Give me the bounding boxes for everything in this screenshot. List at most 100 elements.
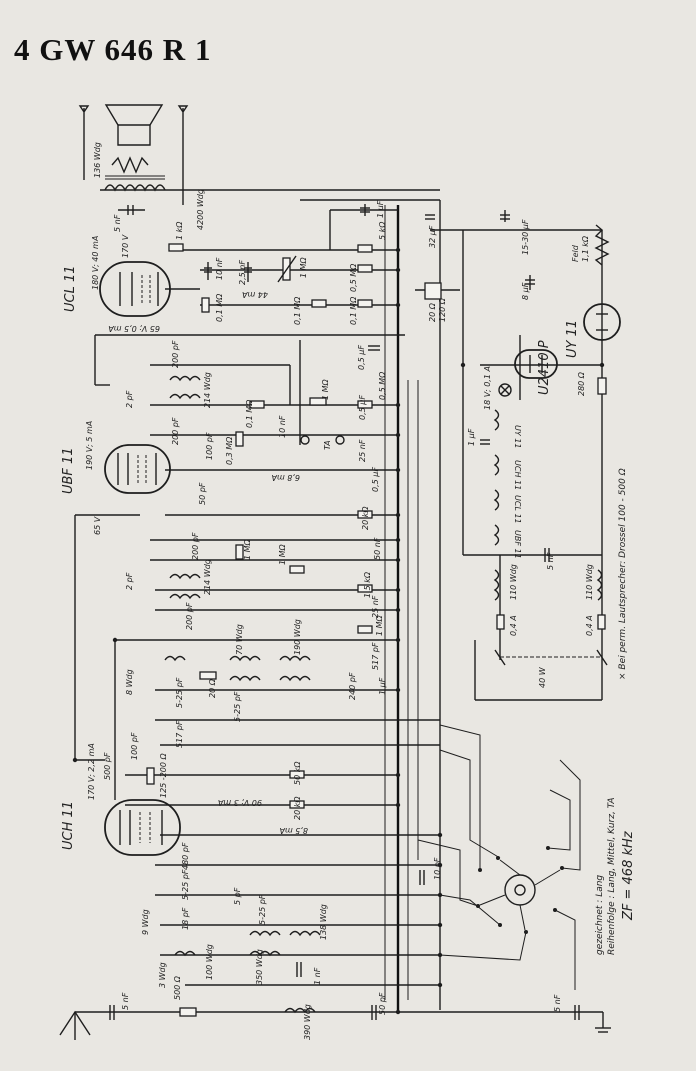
potentiometer-1m-b [309, 397, 327, 406]
label-spk-4200wdg: 4200 Wdg [196, 189, 205, 230]
label-tube-uy11: UY 11 [565, 320, 580, 358]
label-c-480pf: 480 pF [181, 842, 190, 870]
resistor-1k [168, 243, 184, 252]
label-c-0-5uf-c: 0,5 µF [371, 467, 380, 492]
label-tube-u2410p: U2410 P [537, 340, 552, 395]
resistor-0-1m-b [311, 299, 327, 308]
resistor-5k [357, 244, 373, 253]
resistor-1-5k [357, 584, 373, 593]
label-ucl11-bottom: 65 V; 0,5 mA [108, 324, 160, 333]
label-c-500pf: 500 pF [103, 752, 112, 780]
label-c-5-25pf-d: 5-25 pF [258, 894, 267, 925]
label-heater-uch11: UCH 11 [513, 460, 522, 490]
label-r-1-5k: 1,5 kΩ [363, 571, 372, 598]
speaker-assembly: 136 Wdg 4200 Wdg 5 nF [78, 104, 205, 232]
label-r-1m-b: 1 MΩ [278, 543, 287, 565]
label-c-200pf-c: 200 pF [191, 532, 200, 560]
rf-stage-components: 8 Wdg 70 Wdg 190 Wdg 20 Ω 517 pF 240 pF … [103, 619, 442, 988]
label-feld: Feld [571, 244, 580, 262]
label-c-2pf-b: 2 pF [125, 572, 134, 590]
label-c-10nf-a: 10 nF [215, 257, 224, 280]
resistor-0-1m-a [201, 297, 210, 313]
label-fuse-b: 0,4 A [585, 615, 594, 636]
label-c-200pf-b: 200 pF [171, 417, 180, 445]
label-c-1uf-b: 1 µF [467, 428, 476, 446]
resistor-20-120 [424, 282, 442, 300]
label-c-18pf: 18 pF [181, 907, 190, 930]
label-heater-uy11: UY 11 [513, 425, 522, 448]
label-fuse-a: 0,4 A [509, 615, 518, 636]
label-c-200pf-d: 200 pF [185, 602, 194, 630]
label-r-20k-a: 20 kΩ [361, 506, 370, 530]
label-c-32uf: 32 µF [428, 225, 437, 248]
label-spk-136wdg: 136 Wdg [93, 142, 102, 178]
label-c-5nf-gnd: 5 nF [553, 994, 562, 1012]
label-c-1uf-a: 1 µF [376, 200, 385, 218]
label-c-100wdg: 100 Wdg [205, 944, 214, 980]
label-r-1k: 1 kΩ [175, 221, 184, 240]
resistor-50k [289, 770, 305, 779]
resistor-1m-a [235, 544, 244, 560]
label-c-190wdg: 190 Wdg [293, 619, 302, 655]
label-c-200pf-a: 200 pF [171, 340, 180, 368]
resistor-20k-b [289, 800, 305, 809]
label-r-1m-c: 1 MΩ [375, 614, 384, 636]
label-c-8wdg: 8 Wdg [125, 669, 134, 695]
footnote-drossel: × Bei perm. Lautsprecher: Drossel 100 - … [618, 468, 628, 680]
tube-uch11: UCH 11 170 V; 2,2 mA 90 V; 3 mA 8,5 mA [61, 743, 308, 856]
label-r-120: 120 Ω [438, 297, 447, 322]
ucl11-components: 1 kΩ 10 nF 0,1 MΩ 2,5 nF 1 MΩ 0,1 MΩ 0,1… [168, 200, 447, 370]
label-zf: ZF = 468 kHz [621, 830, 636, 921]
label-heater-ucl11: UCL 11 [513, 495, 522, 524]
label-c-5-25pf-a: 5-25 pF [175, 677, 184, 708]
label-c-50nf: 50 nF [373, 537, 382, 560]
label-uch11-8-5ma: 8,5 mA [279, 826, 308, 835]
label-r-0-1m-b: 0,1 MΩ [293, 296, 302, 325]
label-c-2pf-a: 2 pF [125, 390, 134, 408]
tube-ubf11: UBF 11 190 V; 5 mA 65 V 6,8 mA [61, 421, 300, 535]
resistor-1m-b [289, 565, 305, 574]
label-c-214wdg-b: 214 Wdg [203, 559, 212, 595]
label-r-0-1m-d: 0,1 MΩ [245, 399, 254, 428]
resistor-0-5m-a [357, 264, 373, 273]
label-r-125-200: 125 -200 Ω [159, 752, 168, 798]
label-r-20k-b: 20 kΩ [293, 796, 302, 820]
label-c-10nf-b: 10 nF [278, 415, 287, 438]
label-c-10pf: 10 pF [433, 857, 442, 880]
label-r-20-b: 20 Ω [208, 678, 217, 698]
label-c-8uf: 8 µF [521, 282, 530, 300]
resistor-0-1m-c [357, 299, 373, 308]
label-r-0-1m-c: 0,1 MΩ [349, 296, 358, 325]
power-supply: 15-30 µF Feld 1,1 kΩ 8 µF UY 11 U2410 P … [467, 210, 628, 688]
label-ubf11-anode: 190 V; 5 mA [85, 421, 94, 470]
label-reihenfolge: Reihenfolge : Lang, Mittel, Kurz, TA [607, 797, 617, 955]
label-uch11-anode: 170 V; 2,2 mA [87, 743, 96, 800]
label-r-20: 20 Ω [428, 302, 437, 322]
if-stage-components: 200 pF 2 pF 214 Wdg 200 pF 0,1 MΩ 10 nF … [125, 340, 387, 636]
label-r-280: 280 Ω [577, 371, 586, 396]
label-r-0-1m-a: 0,1 MΩ [215, 293, 224, 322]
label-c-5-25pf-c: 5-25 pF [181, 869, 190, 900]
label-c-240pf: 240 pF [348, 672, 357, 700]
label-ubf11-65v: 65 V [93, 516, 102, 535]
resistor-20-b [199, 671, 217, 680]
resistor-280 [597, 377, 607, 395]
fuse-a [496, 614, 505, 630]
label-tube-uch11: UCH 11 [61, 801, 76, 850]
label-c-3wdg: 3 Wdg [158, 962, 167, 988]
label-r-0-5m-a: 0,5 MΩ [349, 263, 358, 292]
label-pilot: 18 V; 0,1 A [483, 366, 492, 410]
label-c-517pf-b: 517 pF [175, 720, 184, 748]
label-pot-1m-b: 1 MΩ [321, 378, 330, 400]
label-c-25nf-b: 25 nF [371, 595, 380, 618]
label-c-50pf-a: 50 pF [198, 482, 207, 505]
label-c-1uf-c: 1 µF [378, 677, 387, 695]
label-c-214wdg-a: 214 Wdg [203, 372, 212, 408]
resistor-20k-a [357, 510, 373, 519]
label-ucl11-anode: 180 V; 40 mA [91, 236, 100, 290]
label-ubf11-6-8ma: 6,8 mA [271, 473, 300, 482]
label-tube-ucl11: UCL 11 [63, 265, 78, 312]
label-r-50k: 50 kΩ [293, 761, 302, 785]
page-title: 4 GW 646 R 1 [14, 32, 212, 67]
label-c-517pf-a: 517 pF [371, 642, 380, 670]
